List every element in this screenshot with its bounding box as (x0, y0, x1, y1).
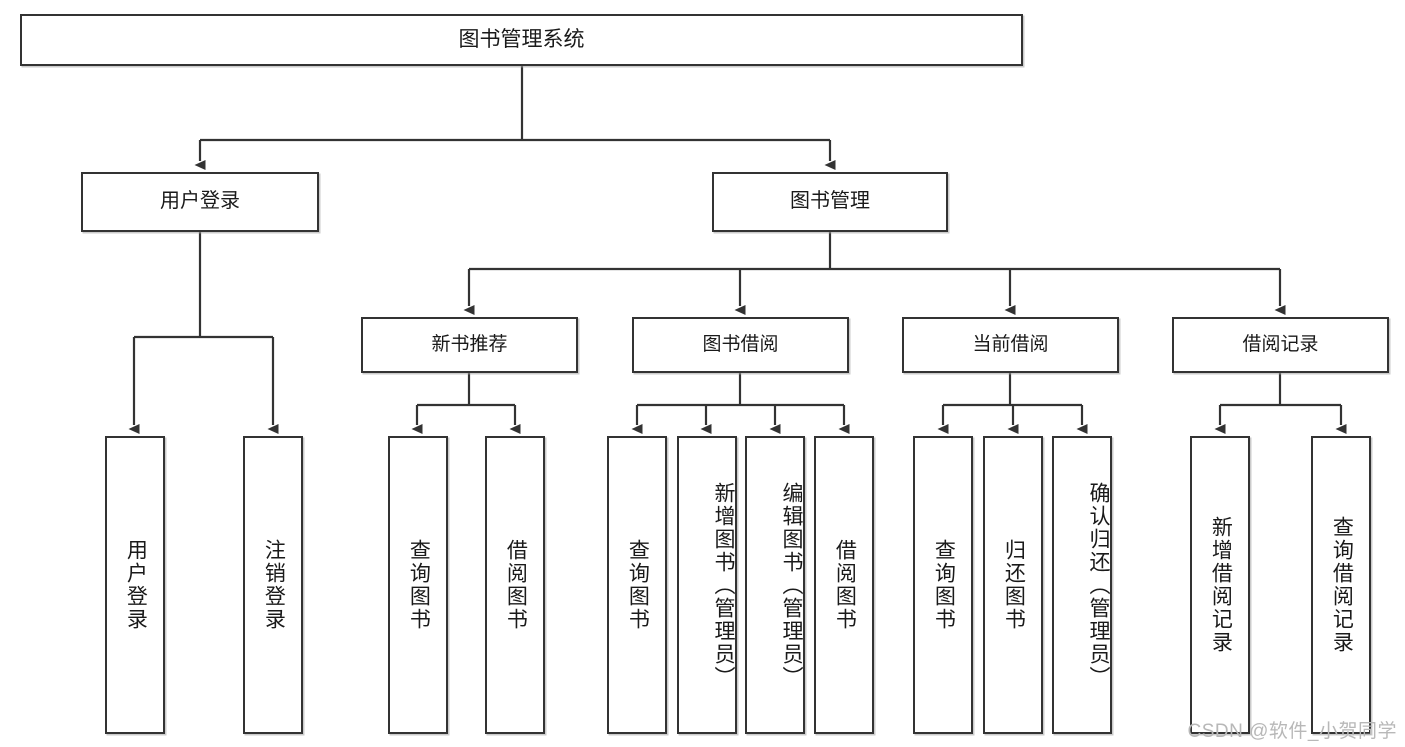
watermark-text: CSDN @软件_小贺同学 (1187, 721, 1397, 742)
node-level2-图书借阅-1-label: 图书借阅 (702, 333, 779, 355)
node-level2-新书推荐-0[interactable]: 新书推荐 (361, 317, 578, 373)
node-leaf-用户登录-0[interactable]: 用户登录 (105, 436, 165, 734)
node-leaf-查询借阅记录-12-label: 查询借阅记录 (1330, 516, 1354, 654)
node-leaf-借阅图书-7[interactable]: 借阅图书 (814, 436, 874, 734)
node-leaf-查询图书-2[interactable]: 查询图书 (388, 436, 448, 734)
node-leaf-借阅图书-3[interactable]: 借阅图书 (485, 436, 545, 734)
node-leaf-查询图书-4-label: 查询图书 (626, 539, 650, 631)
node-level1-图书管理-1[interactable]: 图书管理 (712, 172, 948, 232)
node-leaf-借阅图书-7-label: 借阅图书 (833, 539, 857, 631)
node-leaf-借阅图书-3-label: 借阅图书 (504, 539, 528, 631)
node-leaf-注销登录-1-label: 注销登录 (262, 539, 286, 631)
node-leaf-确认归还管理员-10-label: 确认归还（管理员） (1087, 481, 1110, 689)
node-leaf-查询图书-2-label: 查询图书 (407, 539, 431, 631)
node-level1-图书管理-1-label: 图书管理 (790, 190, 870, 213)
node-leaf-注销登录-1[interactable]: 注销登录 (243, 436, 303, 734)
node-leaf-用户登录-0-label: 用户登录 (124, 539, 148, 631)
node-leaf-新增图书管理员-5-label: 新增图书（管理员） (712, 481, 735, 689)
node-leaf-归还图书-9[interactable]: 归还图书 (983, 436, 1043, 734)
node-level2-借阅记录-3[interactable]: 借阅记录 (1172, 317, 1389, 373)
node-level2-借阅记录-3-label: 借阅记录 (1242, 333, 1319, 355)
node-leaf-查询图书-8-label: 查询图书 (932, 539, 956, 631)
node-leaf-新增借阅记录-11-label: 新增借阅记录 (1209, 516, 1233, 654)
node-root[interactable]: 图书管理系统 (20, 14, 1023, 66)
node-leaf-新增图书管理员-5[interactable]: 新增图书（管理员） (677, 436, 737, 734)
node-leaf-编辑图书管理员-6[interactable]: 编辑图书（管理员） (745, 436, 805, 734)
node-leaf-新增借阅记录-11[interactable]: 新增借阅记录 (1190, 436, 1250, 734)
node-level1-用户登录-0-label: 用户登录 (160, 190, 240, 213)
node-leaf-编辑图书管理员-6-label: 编辑图书（管理员） (780, 481, 803, 689)
node-level2-图书借阅-1[interactable]: 图书借阅 (632, 317, 849, 373)
node-root-label: 图书管理系统 (458, 27, 585, 51)
node-leaf-查询借阅记录-12[interactable]: 查询借阅记录 (1311, 436, 1371, 734)
node-level2-新书推荐-0-label: 新书推荐 (431, 333, 508, 355)
node-leaf-确认归还管理员-10[interactable]: 确认归还（管理员） (1052, 436, 1112, 734)
node-leaf-归还图书-9-label: 归还图书 (1002, 539, 1026, 631)
node-level2-当前借阅-2[interactable]: 当前借阅 (902, 317, 1119, 373)
node-level2-当前借阅-2-label: 当前借阅 (972, 333, 1049, 355)
node-level1-用户登录-0[interactable]: 用户登录 (81, 172, 319, 232)
node-leaf-查询图书-8[interactable]: 查询图书 (913, 436, 973, 734)
node-leaf-查询图书-4[interactable]: 查询图书 (607, 436, 667, 734)
